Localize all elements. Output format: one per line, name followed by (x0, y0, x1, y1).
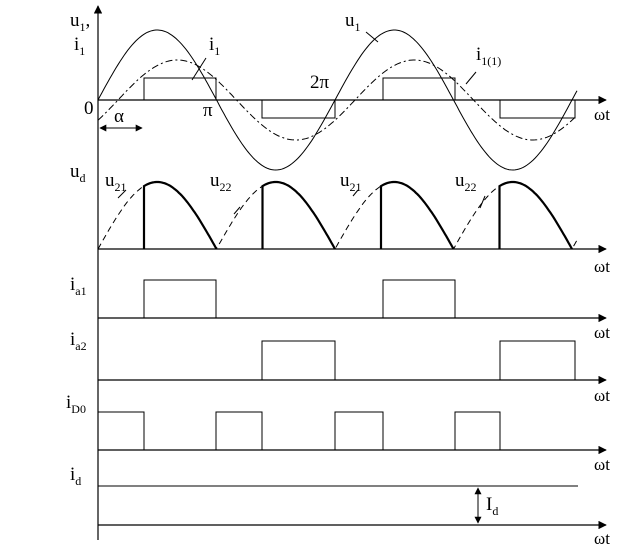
alpha-label: α (114, 106, 124, 127)
u21a-leader (117, 189, 127, 199)
i1-leader-line (191, 57, 207, 81)
u1-leader-line (365, 31, 379, 43)
origin-label: 0 (84, 98, 94, 119)
u22a-leader (233, 206, 241, 215)
i1-square-wave (97, 77, 576, 119)
p1-axis-label: ωt (594, 105, 610, 124)
i11-leader-line (465, 71, 477, 85)
u22b-leader (479, 195, 486, 209)
ia2-pulse-wave (98, 340, 576, 381)
ud-solid-output (142, 180, 573, 250)
two-pi-label: 2π (310, 72, 330, 93)
p5-axis-label: ωt (594, 455, 610, 474)
p6-id-label: id (70, 464, 81, 488)
p2-ud-label: ud (70, 161, 86, 185)
p3-axis-label: ωt (594, 323, 610, 342)
p4-axis-label: ωt (594, 386, 610, 405)
id0-pulse-wave (98, 411, 501, 451)
u21b-label: u21 (340, 170, 362, 194)
p2-axis-label: ωt (594, 257, 610, 276)
ia1-pulse-wave (98, 279, 456, 319)
i1-curve-label: i1 (209, 34, 220, 58)
p5-id0-label: iD0 (66, 392, 86, 416)
p3-ia1-label: ia1 (70, 274, 87, 298)
u21a-label: u21 (105, 170, 127, 194)
ud-dashed-envelope (97, 181, 578, 250)
id-value-label: Id (486, 494, 498, 518)
u1-sine-curve (97, 29, 578, 171)
u1-curve-label: u1 (345, 10, 361, 34)
p6-axis-label: ωt (594, 529, 610, 548)
p1-u1-label: u1, (70, 10, 90, 34)
i11-curve-label: i1(1) (476, 44, 501, 68)
pi-label: π (203, 100, 213, 121)
p1-i1-label: i1 (74, 34, 85, 58)
u22a-label: u22 (210, 170, 232, 194)
u22b-label: u22 (455, 170, 477, 194)
p4-ia2-label: ia2 (70, 329, 87, 353)
u21b-leader (352, 189, 359, 197)
